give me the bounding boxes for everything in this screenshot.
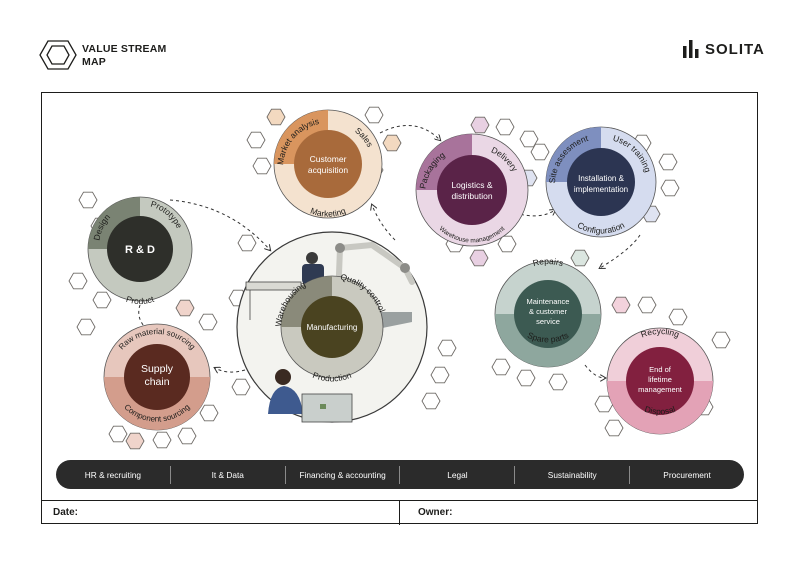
decorative-hexagon-icon xyxy=(231,378,251,396)
logistics-center-line2: distribution xyxy=(451,191,492,201)
support-function-item: Sustainability xyxy=(515,465,631,484)
decorative-hexagon-icon xyxy=(668,308,688,326)
stage-installation: Installation & implementation Site asses… xyxy=(545,126,657,238)
decorative-hexagon-icon xyxy=(237,234,257,252)
stage-supply-chain: Supply chain Raw material sourcing Compo… xyxy=(103,323,211,431)
footer-divider xyxy=(399,501,401,525)
stage-end-of-life: End of lifetime management Recycling Dis… xyxy=(606,326,714,435)
flow-arrows xyxy=(138,124,641,378)
brand-name: SOLITA xyxy=(705,40,765,58)
decorative-hexagon-icon xyxy=(382,134,402,152)
installation-center-line1: Installation & xyxy=(578,174,624,183)
support-functions-bar: HR & recruiting It & Data Financing & ac… xyxy=(56,460,744,489)
decorative-hexagon-icon xyxy=(491,358,511,376)
decorative-hexagon-icon xyxy=(637,296,657,314)
decorative-hexagon-icon xyxy=(68,272,88,290)
support-function-item: It & Data xyxy=(171,465,286,484)
owner-label: Owner: xyxy=(418,507,453,518)
page-title-line2: MAP xyxy=(82,56,106,68)
maintenance-ring-label: Spare parts xyxy=(526,330,570,345)
decorative-hexagon-icon xyxy=(198,313,218,331)
decorative-hexagon-icon xyxy=(660,179,680,197)
svg-text:Product: Product xyxy=(125,294,156,306)
decorative-hexagon-icon xyxy=(175,299,195,317)
supply-center-line1: Supply xyxy=(141,363,174,375)
manufacturing-center-label: Manufacturing xyxy=(307,323,358,332)
svg-text:Production: Production xyxy=(311,370,352,384)
support-function-item: HR & recruiting xyxy=(56,465,171,484)
date-label: Date: xyxy=(53,507,79,518)
maintenance-center-line1: Maintenance xyxy=(527,297,570,306)
decorative-hexagon-icon xyxy=(570,249,590,267)
decorative-hexagon-icon xyxy=(437,339,457,357)
decorative-hexagon-icon xyxy=(76,318,96,336)
decorative-hexagon-icon xyxy=(152,431,172,449)
decorative-hexagon-icon xyxy=(421,392,441,410)
customer-ring-label: Marketing xyxy=(309,205,347,218)
support-function-item: Procurement xyxy=(663,469,711,480)
footer-fields: Date: Owner: xyxy=(41,500,758,525)
endoflife-ring-label: Recycling xyxy=(639,326,681,340)
decorative-hexagon-icon xyxy=(658,153,678,171)
svg-text:Repairs: Repairs xyxy=(532,256,565,268)
endoflife-center-line2: lifetime xyxy=(648,375,672,384)
installation-center-line2: implementation xyxy=(574,185,628,194)
decorative-hexagon-icon xyxy=(516,369,536,387)
page-title-line1: VALUE STREAM xyxy=(82,43,167,55)
decorative-hexagon-icon xyxy=(177,427,197,445)
manufacturing-ring-label: Production xyxy=(311,370,352,384)
maintenance-center-line2: & customer xyxy=(529,307,567,316)
page-title: VALUE STREAM MAP xyxy=(82,43,202,69)
stage-manufacturing: Manufacturing Warehousing Quality contro… xyxy=(273,272,388,384)
support-function-item: Financing & accounting xyxy=(286,465,401,484)
decorative-hexagon-icon xyxy=(530,143,550,161)
supply-center-line2: chain xyxy=(144,376,169,388)
decorative-hexagon-icon xyxy=(266,108,286,126)
decorative-hexagon-icon xyxy=(430,366,450,384)
decorative-hexagon-icon xyxy=(711,331,731,349)
endoflife-center-line1: End of xyxy=(649,365,672,374)
stage-customer-acquisition: Customer acquisition Market analysis Sal… xyxy=(273,109,383,219)
brand-bars-icon xyxy=(683,40,699,58)
endoflife-center-line3: management xyxy=(638,385,683,394)
decorative-hexagon-icon xyxy=(246,131,266,149)
decorative-hexagon-icon xyxy=(364,106,384,124)
decorative-hexagon-icon xyxy=(252,157,272,175)
svg-text:Disposal: Disposal xyxy=(643,404,676,417)
installation-ring-label: Configuration xyxy=(576,220,627,236)
stage-logistics: Logistics & distribution Packaging Deliv… xyxy=(415,133,529,247)
stage-maintenance: Maintenance & customer service Repairs S… xyxy=(494,256,602,368)
stage-rd: R & D Design Prototype Product xyxy=(87,196,193,306)
endoflife-ring-label: Disposal xyxy=(643,404,676,417)
svg-text:Configuration: Configuration xyxy=(576,220,627,236)
svg-text:Marketing: Marketing xyxy=(309,205,347,218)
decorative-hexagon-icon xyxy=(604,419,624,437)
decorative-hexagon-icon xyxy=(108,425,128,443)
decorative-hexagons xyxy=(68,106,731,450)
decorative-hexagon-icon xyxy=(548,373,568,391)
svg-text:Spare parts: Spare parts xyxy=(526,330,570,345)
decorative-hexagon-icon xyxy=(611,296,631,314)
decorative-hexagon-icon xyxy=(495,118,515,136)
decorative-hexagon-icon xyxy=(497,235,517,253)
support-function-item: Legal xyxy=(400,465,516,484)
rd-center-label: R & D xyxy=(125,244,155,256)
svg-text:Recycling: Recycling xyxy=(639,326,681,340)
decorative-hexagon-icon xyxy=(125,432,145,450)
brand-logo: SOLITA xyxy=(683,40,765,58)
rd-ring-label: Product xyxy=(125,294,156,306)
customer-center-line1: Customer xyxy=(310,154,347,164)
customer-center-line2: acquisition xyxy=(308,165,348,175)
decorative-hexagon-icon xyxy=(199,404,219,422)
decorative-hexagon-icon xyxy=(594,395,614,413)
decorative-hexagon-icon xyxy=(470,116,490,134)
maintenance-center-line3: service xyxy=(536,317,560,326)
logistics-center-line1: Logistics & xyxy=(451,180,492,190)
decorative-hexagon-icon xyxy=(92,291,112,309)
decorative-hexagon-icon xyxy=(469,249,489,267)
hexagon-logo-icon xyxy=(39,40,77,70)
maintenance-ring-label: Repairs xyxy=(532,256,565,268)
decorative-hexagon-icon xyxy=(78,191,98,209)
